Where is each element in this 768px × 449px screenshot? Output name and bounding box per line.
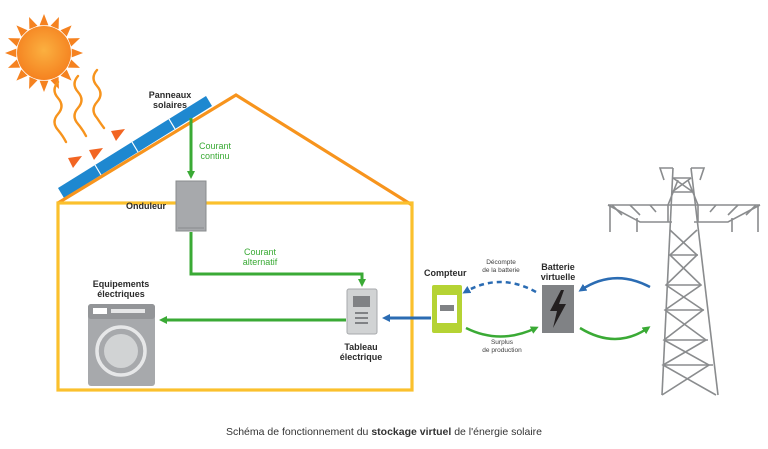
sun-ray: [67, 59, 80, 68]
sun-ray: [50, 76, 59, 89]
sun-ray: [60, 69, 72, 81]
sun-ray: [8, 59, 21, 68]
meter-device: [432, 285, 462, 333]
sun-ray: [5, 48, 17, 58]
meter-label: Compteur: [424, 268, 467, 278]
sun-ray: [39, 80, 49, 92]
sun-ray: [67, 38, 80, 47]
sun-ray: [50, 17, 59, 30]
sun-ray: [39, 14, 49, 26]
house-walls: [56, 201, 414, 392]
inverter-device: [175, 180, 207, 232]
battery-deduction-arrow: [462, 280, 537, 294]
sun-icon: [5, 14, 83, 92]
solar-panel: [58, 96, 212, 198]
virtual-battery-icon: [542, 285, 574, 333]
ray-arrowheads: [68, 129, 125, 168]
diagram-caption: Schéma de fonctionnement du stockage vir…: [225, 426, 543, 438]
sun-ray: [71, 48, 83, 58]
ac-current-arrow: [189, 232, 366, 287]
house-roof: [57, 93, 413, 207]
sun-ray: [29, 17, 38, 30]
sun-ray: [8, 38, 21, 47]
grid-to-battery-arrow: [578, 276, 651, 292]
inverter-label: Onduleur: [126, 201, 166, 211]
sun-ray: [60, 25, 72, 37]
sun-ray: [29, 76, 38, 89]
sun-rays: [53, 68, 106, 144]
electrical-panel-device: [346, 288, 378, 335]
sun-ray: [16, 69, 28, 81]
surplus-arrow: [465, 326, 539, 338]
washing-machine-icon: [88, 304, 155, 386]
transmission-tower-icon: [607, 167, 761, 396]
battery-to-grid-arrow: [579, 326, 651, 341]
sun-ray: [16, 25, 28, 37]
